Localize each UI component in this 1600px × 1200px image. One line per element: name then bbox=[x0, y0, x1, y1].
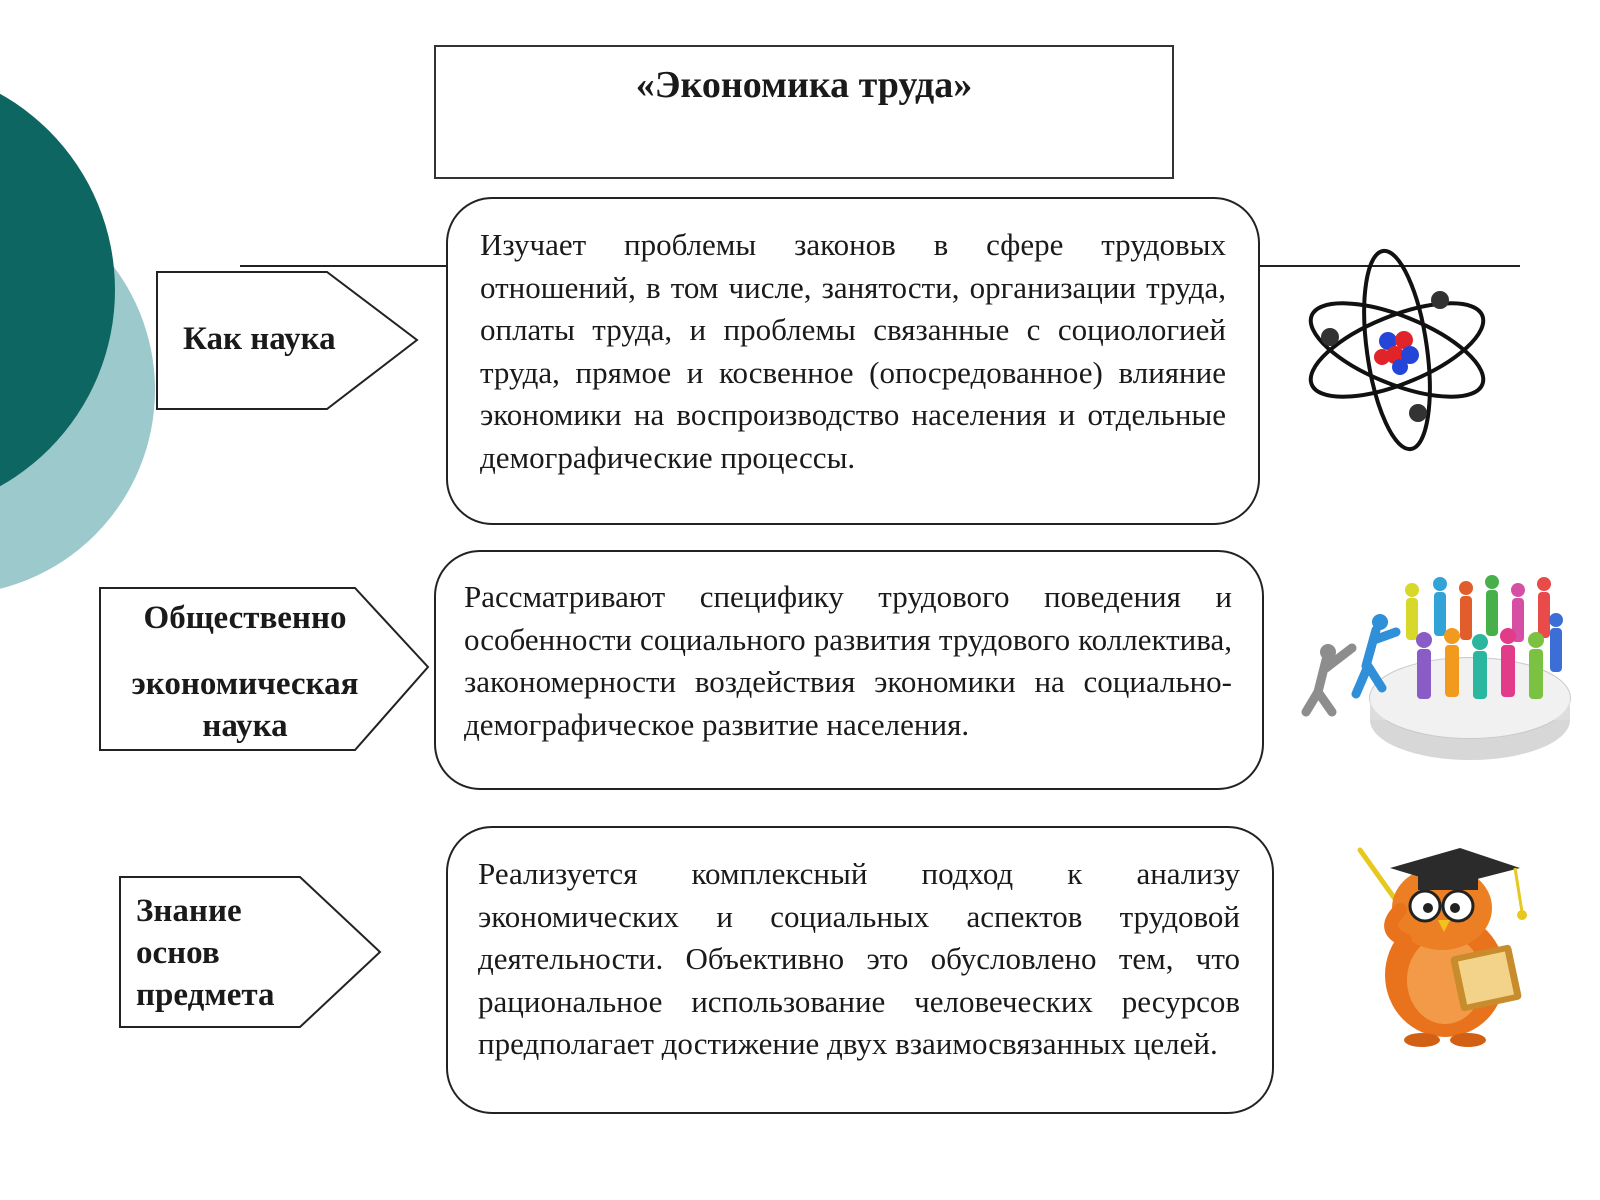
atom-icon bbox=[1308, 248, 1486, 452]
page-title: «Экономика труда» bbox=[635, 64, 973, 106]
decorative-circles bbox=[0, 93, 155, 589]
description-box-2: Рассматривают специфику трудового поведе… bbox=[434, 550, 1264, 790]
description-text-3: Реализуется комплексный подход к анализу… bbox=[478, 856, 1240, 1061]
description-box-3: Реализуется комплексный подход к анализу… bbox=[446, 826, 1274, 1114]
row-label-3-line-3: предмета bbox=[136, 977, 275, 1013]
row-label-2-line-1: Общественно bbox=[143, 600, 347, 636]
row-label-2-line-2: экономическая bbox=[131, 666, 359, 702]
row-label-2: Общественно экономическая наука bbox=[100, 594, 390, 750]
owl-scholar-icon bbox=[1357, 847, 1527, 1047]
row-label-1: Как наука bbox=[183, 321, 336, 357]
row-label-3-line-1: Знание bbox=[136, 893, 242, 929]
description-text-1: Изучает проблемы законов в сфере трудовы… bbox=[480, 227, 1226, 475]
row-label-3: Знание основ предмета bbox=[136, 890, 275, 1016]
row-label-3-line-2: основ bbox=[136, 935, 220, 971]
description-text-2: Рассматривают специфику трудового поведе… bbox=[464, 579, 1232, 742]
title-box: «Экономика труда» bbox=[434, 45, 1174, 179]
dark-teal-circle bbox=[0, 93, 115, 487]
description-box-1: Изучает проблемы законов в сфере трудовы… bbox=[446, 197, 1260, 525]
people-crowd-icon bbox=[1301, 575, 1571, 760]
row-label-2-line-3: наука bbox=[202, 708, 288, 744]
